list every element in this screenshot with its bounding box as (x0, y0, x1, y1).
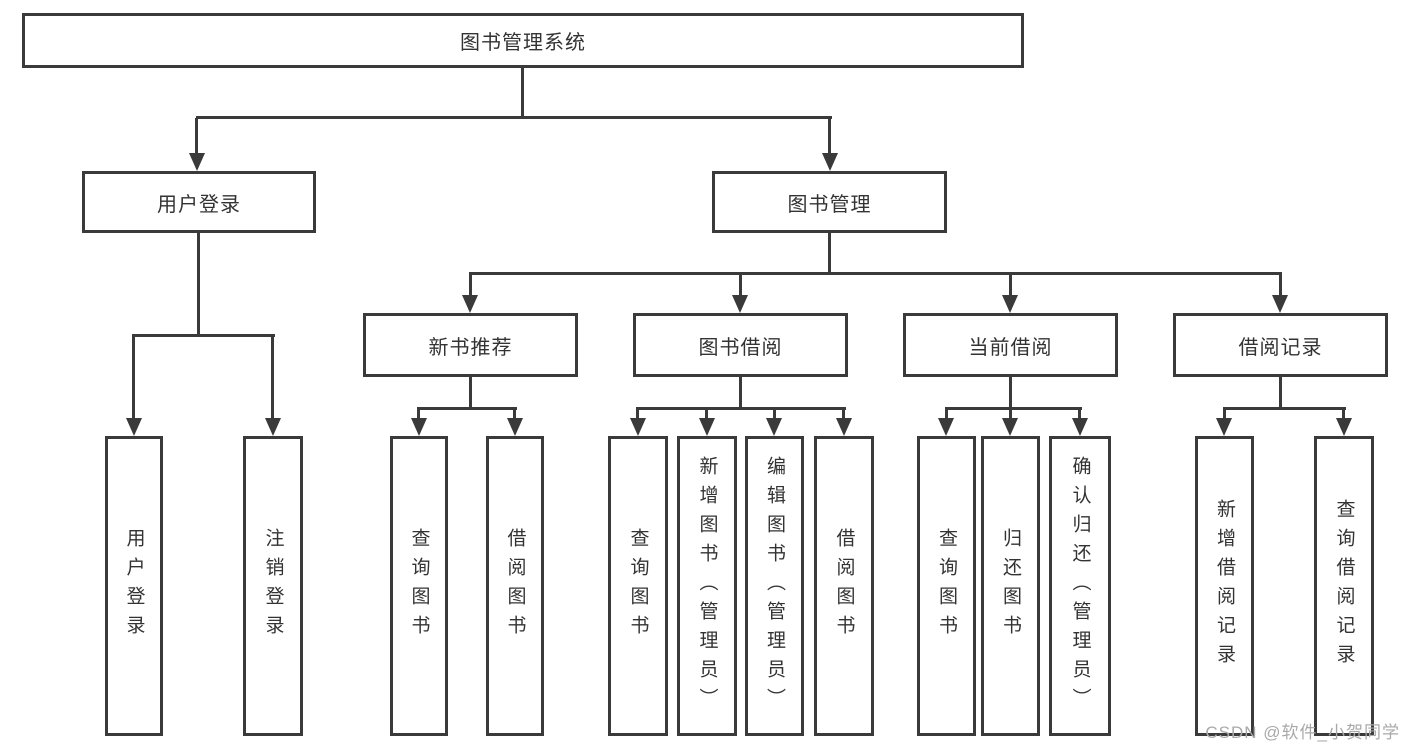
node-library-management-system: 图书管理系统 (22, 13, 1024, 68)
node-borrowing-records: 借阅记录 (1173, 313, 1388, 377)
connector-stem (132, 336, 135, 420)
connector-stem (842, 409, 845, 420)
connector-newbook-bar (417, 407, 517, 410)
connector-stem (417, 409, 420, 420)
arrow-down-icon (699, 418, 715, 436)
arrow-down-icon (1216, 418, 1232, 436)
arrow-down-icon (630, 418, 646, 436)
arrow-down-icon (938, 418, 954, 436)
leaf-return-book: 归还图书 (981, 436, 1040, 736)
connector-bookmgmt-stem (828, 233, 831, 274)
connector-stem (1078, 409, 1081, 420)
csdn-watermark: CSDN @软件_小贺同学 (1205, 723, 1400, 742)
connector-stem (1223, 409, 1226, 420)
arrow-down-icon (732, 295, 748, 313)
connector-userlogin-bar (132, 334, 275, 337)
node-label: 图书管理 (787, 193, 872, 216)
leaf-edit-book-admin: 编辑图书（管理员） (745, 436, 804, 736)
node-user-login-module: 用户登录 (82, 171, 316, 233)
connector-stem (828, 118, 831, 155)
leaf-query-borrow-record: 查询借阅记录 (1314, 436, 1374, 736)
leaf-label: 确认归还（管理员） (1069, 455, 1091, 717)
connector-newbook-stem (469, 377, 472, 409)
leaf-add-book-admin: 新增图书（管理员） (677, 436, 737, 736)
leaf-label: 新增借阅记录 (1214, 499, 1235, 673)
node-label: 图书借阅 (698, 336, 783, 359)
connector-bookborrow-bar (636, 407, 846, 410)
arrow-down-icon (462, 295, 478, 313)
leaf-query-books-recommend: 查询图书 (390, 436, 448, 736)
node-label: 当前借阅 (968, 336, 1053, 359)
node-label: 新书推荐 (428, 336, 513, 359)
arrow-down-icon (126, 418, 142, 436)
leaf-label: 编辑图书（管理员） (764, 455, 785, 717)
node-book-borrowing: 图书借阅 (633, 313, 848, 377)
connector-stem (636, 409, 639, 420)
connector-stem (1009, 409, 1012, 420)
arrow-down-icon (1002, 418, 1018, 436)
leaf-borrow-books-recommend: 借阅图书 (486, 436, 544, 736)
leaf-label: 新增图书（管理员） (696, 455, 718, 717)
node-current-borrowing: 当前借阅 (903, 313, 1118, 377)
node-book-management: 图书管理 (712, 171, 947, 233)
leaf-logout: 注销登录 (243, 436, 303, 736)
connector-stem (705, 409, 708, 420)
leaf-user-login: 用户登录 (105, 436, 163, 736)
connector-root-stem (521, 68, 524, 118)
leaf-label: 注销登录 (262, 528, 284, 644)
connector-bookborrow-stem (739, 377, 742, 409)
leaf-label: 借阅图书 (833, 528, 855, 644)
connector-borrowrecord-stem (1279, 377, 1282, 409)
connector-stem (469, 274, 472, 298)
leaf-label: 查询图书 (408, 528, 430, 644)
arrow-down-icon (1336, 418, 1352, 436)
connector-stem (513, 409, 516, 420)
leaf-borrow-books: 借阅图书 (814, 436, 874, 736)
connector-stem (773, 409, 776, 420)
connector-stem (195, 118, 198, 155)
leaf-label: 查询图书 (627, 528, 649, 644)
node-label: 图书管理系统 (460, 32, 586, 54)
leaf-query-books-current: 查询图书 (917, 436, 976, 736)
arrow-down-icon (265, 418, 281, 436)
connector-stem (739, 274, 742, 298)
connector-currentborrow-bar (945, 407, 1082, 410)
arrow-down-icon (189, 153, 205, 171)
arrow-down-icon (411, 418, 427, 436)
connector-stem (1342, 409, 1345, 420)
arrow-down-icon (1272, 295, 1288, 313)
leaf-confirm-return-admin: 确认归还（管理员） (1049, 436, 1111, 736)
arrow-down-icon (507, 418, 523, 436)
connector-root-bar (196, 116, 832, 119)
leaf-label: 查询借阅记录 (1333, 499, 1355, 673)
leaf-add-borrow-record: 新增借阅记录 (1195, 436, 1254, 736)
connector-bookmgmt-bar (469, 272, 1282, 275)
connector-stem (945, 409, 948, 420)
arrow-down-icon (766, 418, 782, 436)
connector-stem (1279, 274, 1282, 298)
arrow-down-icon (836, 418, 852, 436)
arrow-down-icon (1002, 295, 1018, 313)
connector-stem (1009, 274, 1012, 298)
leaf-label: 查询图书 (936, 528, 957, 644)
leaf-label: 借阅图书 (504, 528, 526, 644)
arrow-down-icon (1072, 418, 1088, 436)
leaf-query-books-borrow: 查询图书 (608, 436, 668, 736)
leaf-label: 归还图书 (1000, 528, 1021, 644)
arrow-down-icon (822, 153, 838, 171)
leaf-label: 用户登录 (123, 528, 145, 644)
connector-userlogin-stem (197, 233, 200, 336)
node-new-book-recommendation: 新书推荐 (363, 313, 578, 377)
node-label: 用户登录 (157, 193, 241, 216)
node-label: 借阅记录 (1238, 336, 1323, 359)
connector-currentborrow-stem (1009, 377, 1012, 409)
connector-stem (271, 336, 274, 420)
connector-borrowrecord-bar (1223, 407, 1346, 410)
